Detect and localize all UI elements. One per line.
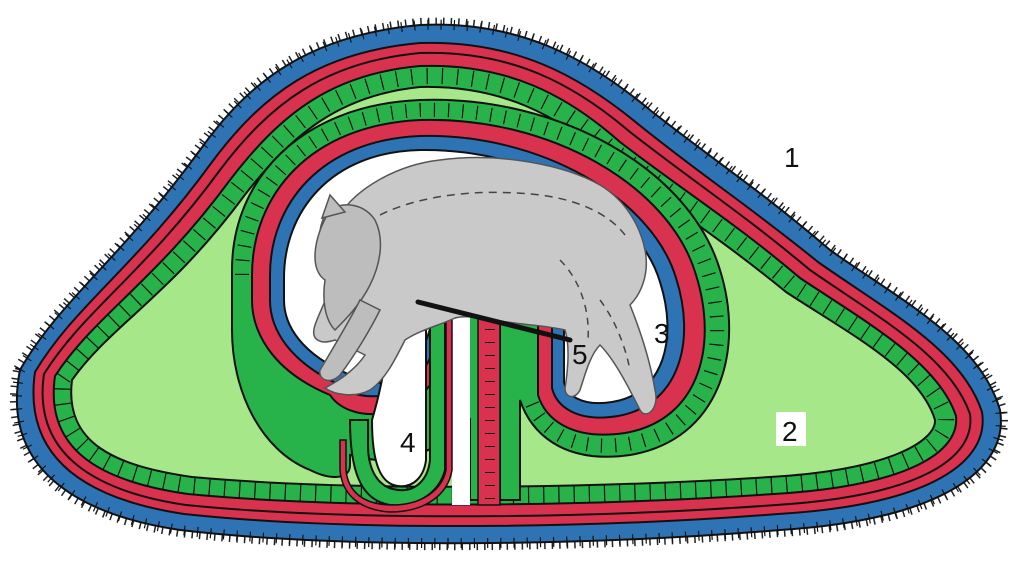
label-2: 2 [782,416,798,447]
label-1: 1 [784,142,800,173]
label-5: 5 [572,339,588,370]
label-3: 3 [654,318,670,349]
label-4: 4 [400,427,416,458]
